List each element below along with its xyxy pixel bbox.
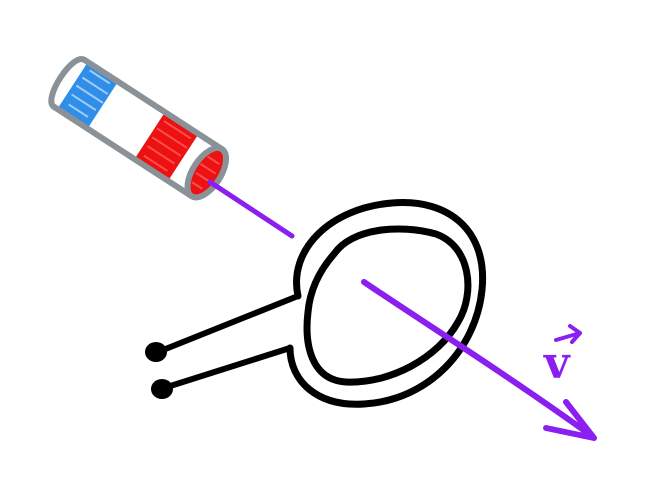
vector-arrow-over-v [554,324,582,344]
lead-lower [161,345,293,391]
loop-outer [286,199,487,408]
lead-upper [155,293,301,355]
terminal-lower [151,379,173,399]
lead-wires [155,293,301,391]
velocity-label: v [543,324,582,389]
wire-loop [286,199,487,408]
bar-magnet [48,56,230,201]
velocity-arrow-head [543,399,597,441]
lead-terminals [145,342,173,399]
loop-inner [303,225,472,386]
magnet-red-band [135,112,198,181]
magnet-blue-band [57,62,118,128]
velocity-label-text: v [543,338,571,389]
magnet-casing-outline [48,56,230,201]
velocity-arrow [361,279,597,441]
magnet-emission-line [207,179,295,239]
terminal-upper [145,342,167,362]
velocity-arrow-shaft [361,279,595,439]
